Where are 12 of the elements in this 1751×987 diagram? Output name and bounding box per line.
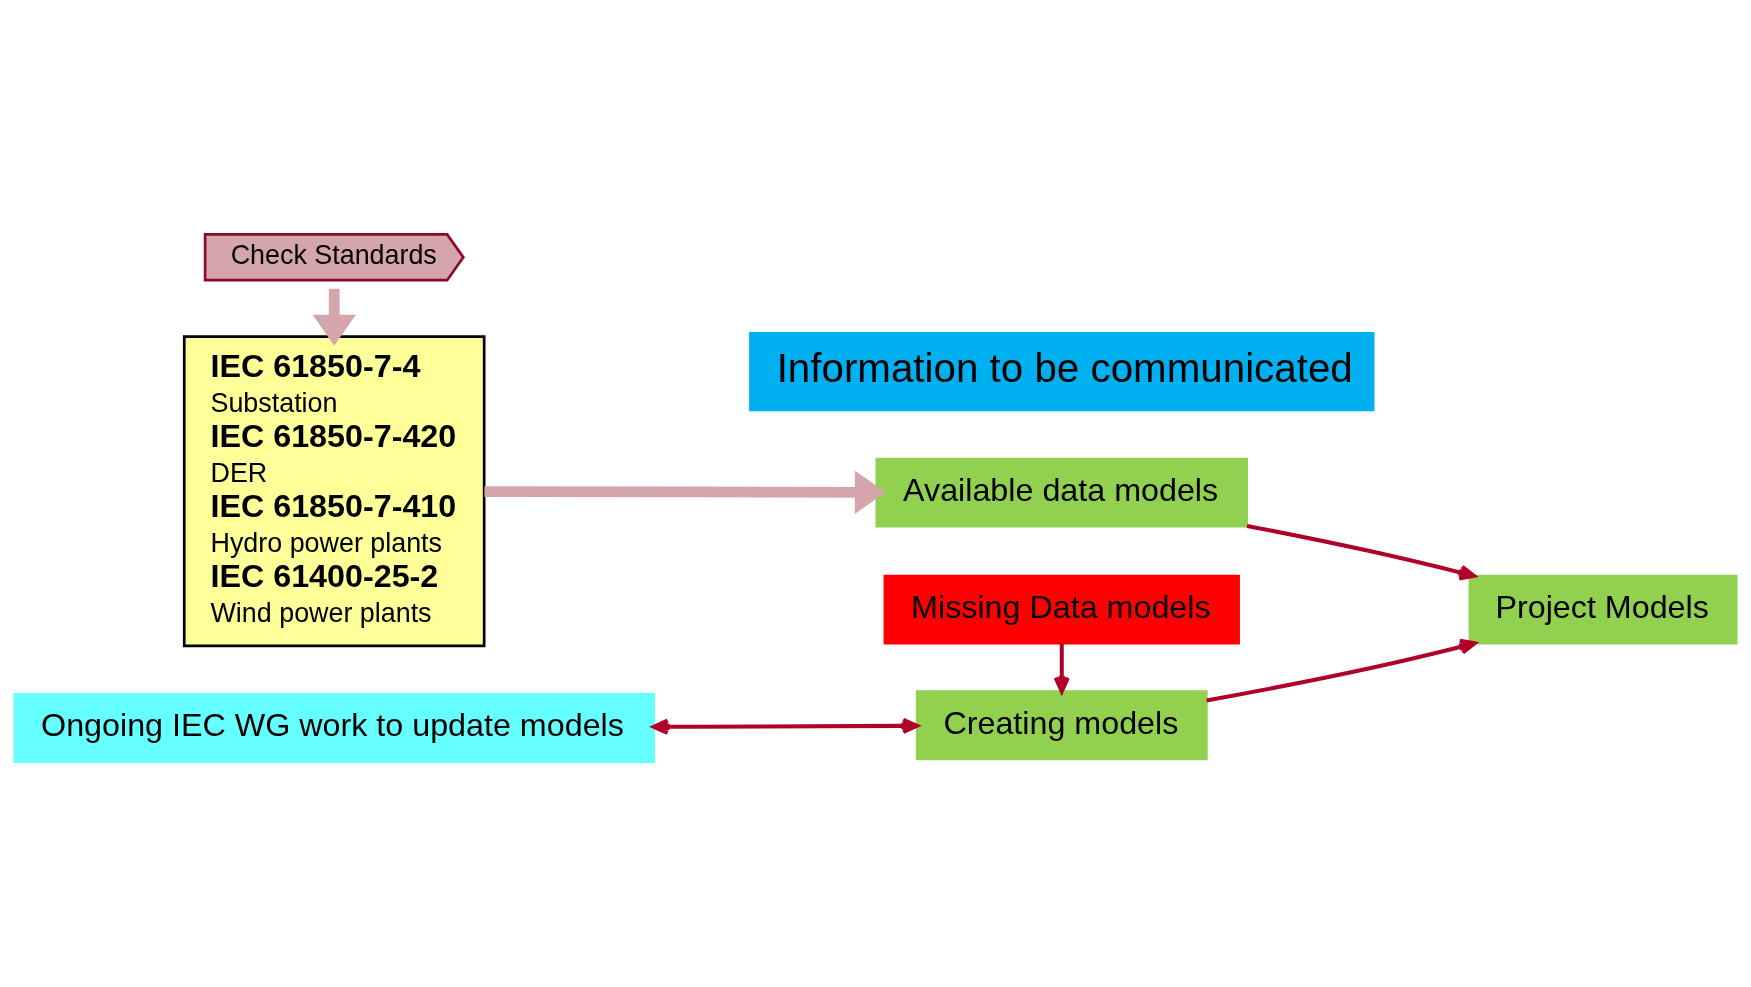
node-box: Information to be communicated — [749, 331, 1375, 411]
node-box: Available data models — [875, 457, 1248, 528]
node-box: Ongoing IEC WG work to update models — [13, 692, 655, 763]
arrow — [484, 470, 886, 514]
node-box: Missing Data models — [883, 574, 1240, 645]
node-box: Creating models — [915, 689, 1208, 760]
arrow — [1246, 523, 1476, 580]
arrow — [312, 288, 356, 346]
arrow — [652, 717, 919, 735]
node-box: IEC 61850-7-4 Substation IEC 61850-7-420 DER IEC 61850-7-410 Hydro power plants IEC 61400-25-2 Wind power plants — [182, 334, 486, 647]
node-box: Project Models — [1468, 574, 1738, 645]
arrow — [1206, 638, 1477, 702]
